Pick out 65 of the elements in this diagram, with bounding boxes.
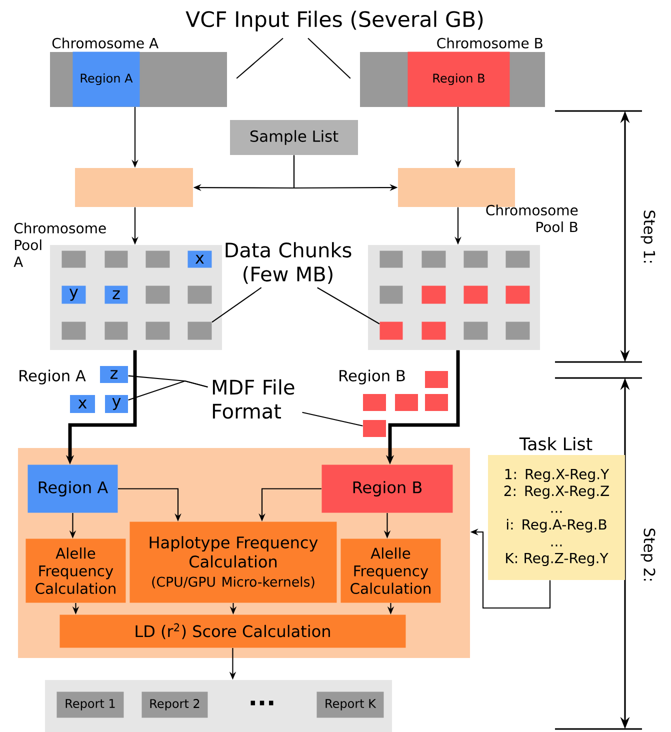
region-segment: Region B [408,52,510,107]
ellipsis: ... [250,700,274,706]
node-label: Chromosome Pool B [486,204,578,232]
report-box: Report 2 [142,692,208,718]
task-list-box: Task List 1: Reg.X-Reg.Y 2: Reg.X-Reg.Z ... i: Reg.A-Reg.B ... K: Reg.Z-Reg.Y [488,436,625,580]
data-chunk [62,250,86,268]
data-chunk [380,322,403,340]
annotation-text: MDF File Format [212,379,294,419]
data-chunk [464,250,488,268]
leader-line [302,412,363,426]
leader-line [128,380,208,401]
data-chunk [146,322,170,340]
data-chunk [464,286,488,304]
node-label: Task List [519,436,592,450]
data-chunk: z [100,366,128,383]
data-chunk: y [105,395,128,413]
data-chunk [464,322,488,340]
data-chunk [506,286,530,304]
data-chunk [363,394,386,411]
data-chunk [422,250,446,268]
region-box: Region A [28,464,118,513]
data-chunk: x [70,395,95,413]
data-chunk [380,286,403,304]
process-box: Alelle Frequency Calculation [340,538,441,603]
region-box: Region B [322,464,453,513]
data-chunk: y [62,286,86,304]
group-label: Region A [20,370,86,384]
data-chunk [506,322,530,340]
data-chunk [422,286,446,304]
data-chunk [422,322,446,340]
report-box: Report 1 [56,692,124,718]
data-chunk [104,250,128,268]
data-chunk [425,394,448,411]
step-label: Step 1: [640,210,656,263]
data-chunk [380,250,403,268]
leader-line [212,287,262,323]
data-chunk [506,250,530,268]
report-box: Report K [316,692,384,718]
data-chunk: z [104,286,128,304]
group-label: Region B [340,370,405,384]
data-chunk [188,322,212,340]
data-chunk [425,371,448,388]
leader-line [317,287,380,324]
connector-line [308,38,351,79]
process-box: Alelle Frequency Calculation [26,538,126,603]
node-label: Chromosome A [52,38,158,48]
step-label: Step 2: [640,528,656,581]
data-chunk [104,322,128,340]
data-chunk [188,286,212,304]
annotation-text: Data Chunks (Few MB) [226,242,352,284]
process-box: Haplotype Frequency Calculation (CPU/GPU Micro-kernels) [130,522,337,603]
title-text: VCF Input Files (Several GB) [186,10,483,32]
node-label: Chromosome Pool A [14,222,106,267]
data-chunk [395,394,418,411]
data-chunk [146,250,170,268]
data-chunk: x [188,250,212,268]
input-box: Sample List [230,120,358,155]
node-label: Chromosome B [437,38,542,48]
region-segment: Region A [72,52,140,107]
connector-line [236,38,284,79]
process-box [75,168,193,207]
data-chunk [363,420,386,437]
data-chunk [146,286,170,304]
process-box: LD (r$^{2}$) Score Calculation [60,614,406,648]
data-chunk [62,322,86,340]
